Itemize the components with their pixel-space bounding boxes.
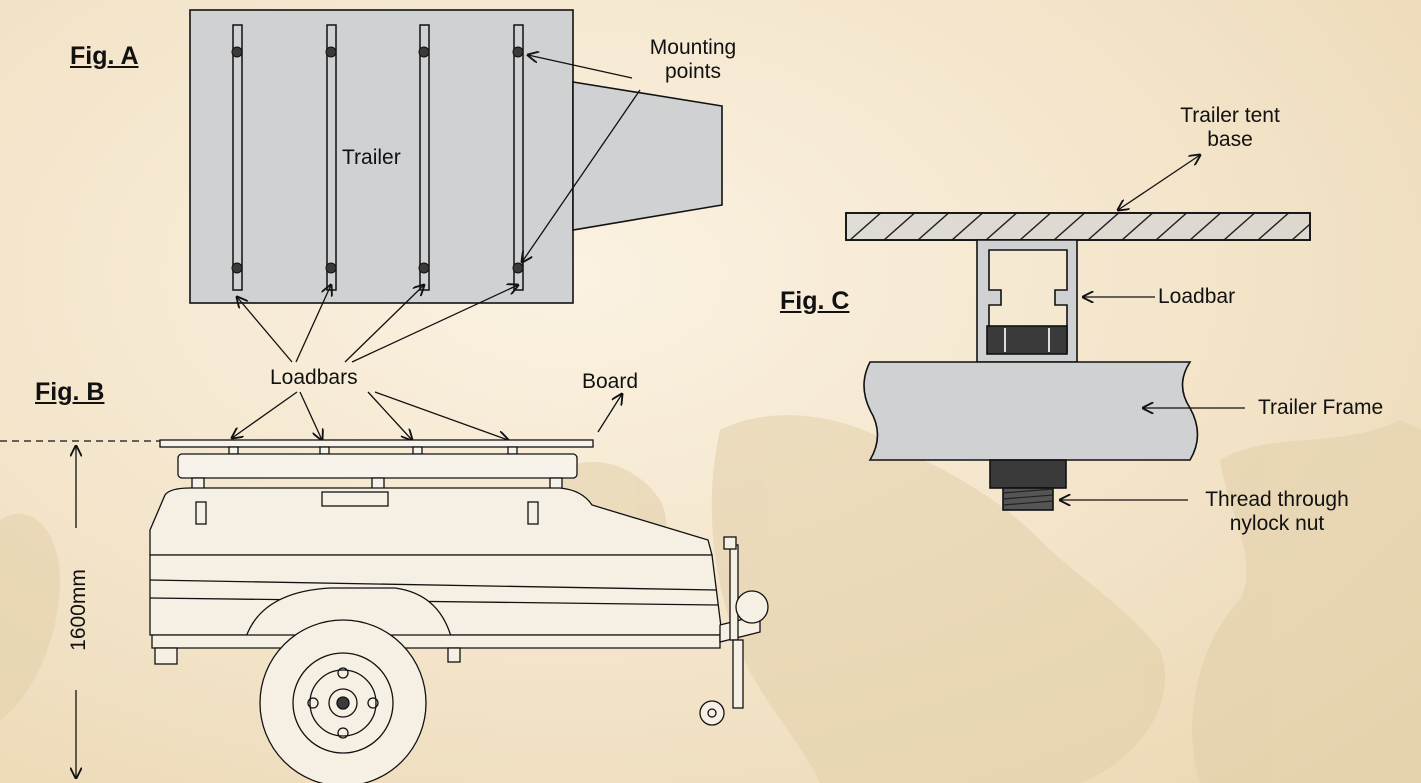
mounting-points-label-line1: Mounting — [649, 36, 737, 59]
fig-a-drawing — [189, 9, 723, 304]
chassis-rail — [151, 634, 721, 649]
thread-nylock-label: Thread through nylock nut — [1192, 488, 1362, 536]
fig-c-drawing — [845, 212, 1311, 511]
world-map-background — [0, 415, 1421, 783]
trailer-lid — [149, 487, 713, 556]
loadbars-arrows — [232, 285, 622, 440]
drawbar-top-view — [572, 81, 723, 231]
trailer-label: Trailer — [342, 146, 401, 169]
loadbar-feet — [228, 446, 518, 455]
mounting-points-arrows — [522, 55, 641, 262]
loadbar-label: Loadbar — [1158, 285, 1236, 308]
thread-nylock-label-line1: Thread through — [1205, 488, 1349, 511]
fig-c-title: Fig. C — [780, 287, 850, 315]
hitch — [735, 590, 769, 624]
bolt-head — [986, 325, 1068, 355]
mudguard — [244, 587, 453, 641]
fig-b-title: Fig. B — [35, 378, 105, 406]
trailer-frame-label: Trailer Frame — [1258, 396, 1384, 419]
loadbars-label: Loadbars — [270, 366, 358, 389]
trailer-tent-base-label: Trailer tent base — [1160, 104, 1300, 152]
fig-b-drawing — [0, 439, 769, 783]
mounting-points-label-line2: points — [664, 60, 722, 83]
height-dimension-label: 1600mm — [66, 569, 90, 651]
trailer-tent-base-label-line2: base — [1207, 128, 1253, 151]
trailer-top-panel — [189, 9, 574, 304]
roof-rack — [177, 453, 578, 479]
mounting-point-dots — [231, 46, 524, 274]
thread-nylock-label-line2: nylock nut — [1229, 512, 1325, 535]
trailer-tent-base-label-line1: Trailer tent — [1180, 104, 1280, 127]
fig-a-title: Fig. A — [70, 42, 139, 70]
nylock-nut — [989, 459, 1067, 489]
board-label: Board — [582, 370, 639, 393]
board — [159, 439, 594, 448]
jockey-wheel-post — [732, 639, 744, 709]
trailer-frame-section — [863, 361, 1199, 461]
mounting-points-label: Mounting points — [628, 36, 758, 84]
fig-c-arrows — [1060, 155, 1245, 500]
